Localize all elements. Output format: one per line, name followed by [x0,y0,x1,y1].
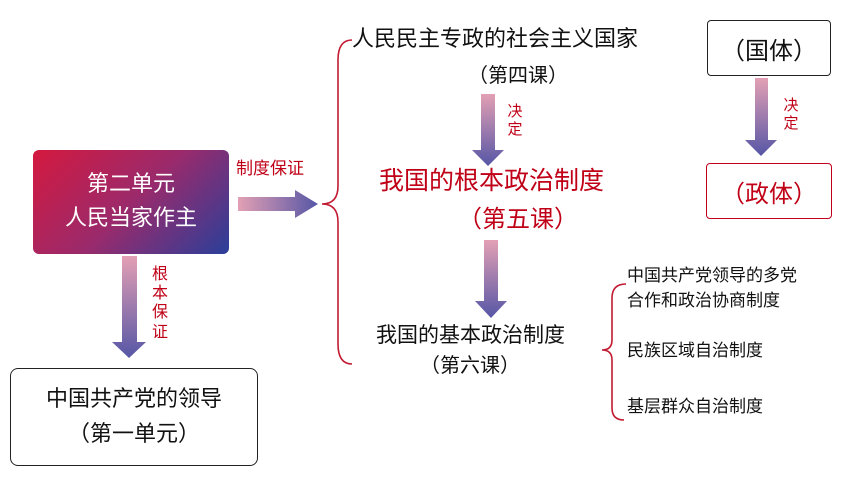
system-guarantee-label: 制度保证 [236,159,304,179]
fundamental-guarantee-char-4: 证 [151,321,168,341]
unit1-box: 中国共产党的领导 （第一单元） [10,368,258,466]
state-nature-label: （国体） [721,36,817,65]
decide-arrow-2 [745,78,777,156]
state-form-label: （政体） [721,179,817,208]
lesson4-title: 人民民主专政的社会主义国家 [352,27,639,52]
basic-system-1: 中国共产党领导的多党 合作和政治协商制度 [627,264,797,313]
basic-system-3: 基层群众自治制度 [627,397,763,417]
state-form-box: （政体） [706,163,832,219]
fundamental-guarantee-label: 根 本 保 证 [151,264,169,341]
decide-label-1: 决 定 [506,102,524,138]
basic-system-1-line2: 合作和政治协商制度 [627,290,780,311]
unit2-line1: 第二单元 [86,171,175,197]
lesson5-title: 我国的根本政治制度 [379,166,605,195]
basic-system-1-line1: 中国共产党领导的多党 [627,266,797,286]
basic-systems-brace [601,283,627,421]
fundamental-guarantee-char-3: 保 [151,302,168,322]
lessons-brace [321,39,353,365]
lesson6-label: （第六课） [420,353,520,377]
lesson5-to-lesson6-arrow [475,240,507,318]
lesson5-label: （第五课） [458,205,578,233]
unit2-box: 第二单元 人民当家作主 [33,150,229,254]
decide-1-char-1: 决 [507,102,523,120]
lesson4-label: （第四课） [468,63,568,87]
lesson6-title: 我国的基本政治制度 [376,323,565,347]
state-nature-box: （国体） [707,20,831,76]
unit1-line1: 中国共产党的领导 [45,386,222,412]
decide-2-char-2: 定 [783,114,799,132]
unit1-line2: （第一单元） [67,422,200,447]
decide-arrow-1 [472,94,504,166]
basic-system-2: 民族区域自治制度 [627,341,763,361]
decide-1-char-2: 定 [507,120,523,138]
fundamental-guarantee-char-2: 本 [151,283,168,303]
decide-label-2: 决 定 [782,96,800,132]
fundamental-guarantee-arrow [112,256,146,358]
fundamental-guarantee-char-1: 根 [151,264,168,283]
decide-2-char-1: 决 [783,96,799,114]
system-guarantee-arrow [238,190,318,218]
unit2-line2: 人民当家作主 [64,206,197,231]
